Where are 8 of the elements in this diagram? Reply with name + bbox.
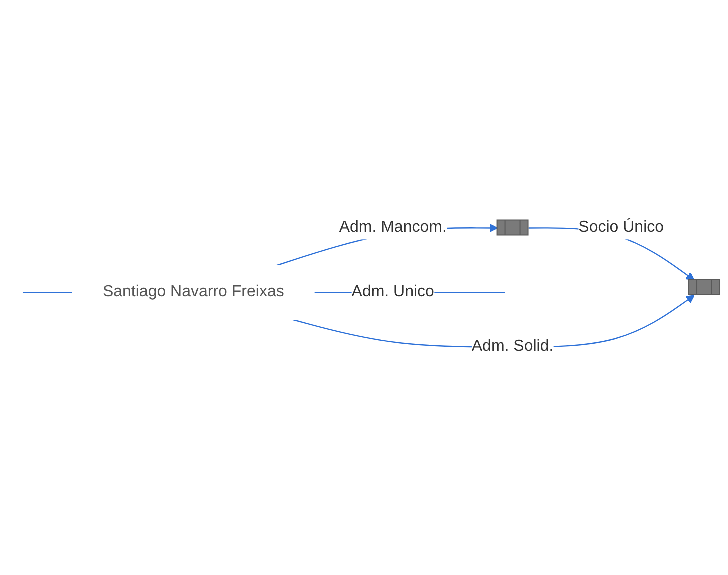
connector [23,292,73,294]
node-text: Santiago Navarro Freixas [102,284,284,301]
edge-label: Adm. Solid. [472,338,554,356]
edge-label: Adm. Unico [352,284,434,301]
edge-label: Socio Único [578,218,664,236]
node-building [496,220,529,236]
node-building [688,280,720,296]
edge-label: Adm. Mancom. [339,218,447,236]
